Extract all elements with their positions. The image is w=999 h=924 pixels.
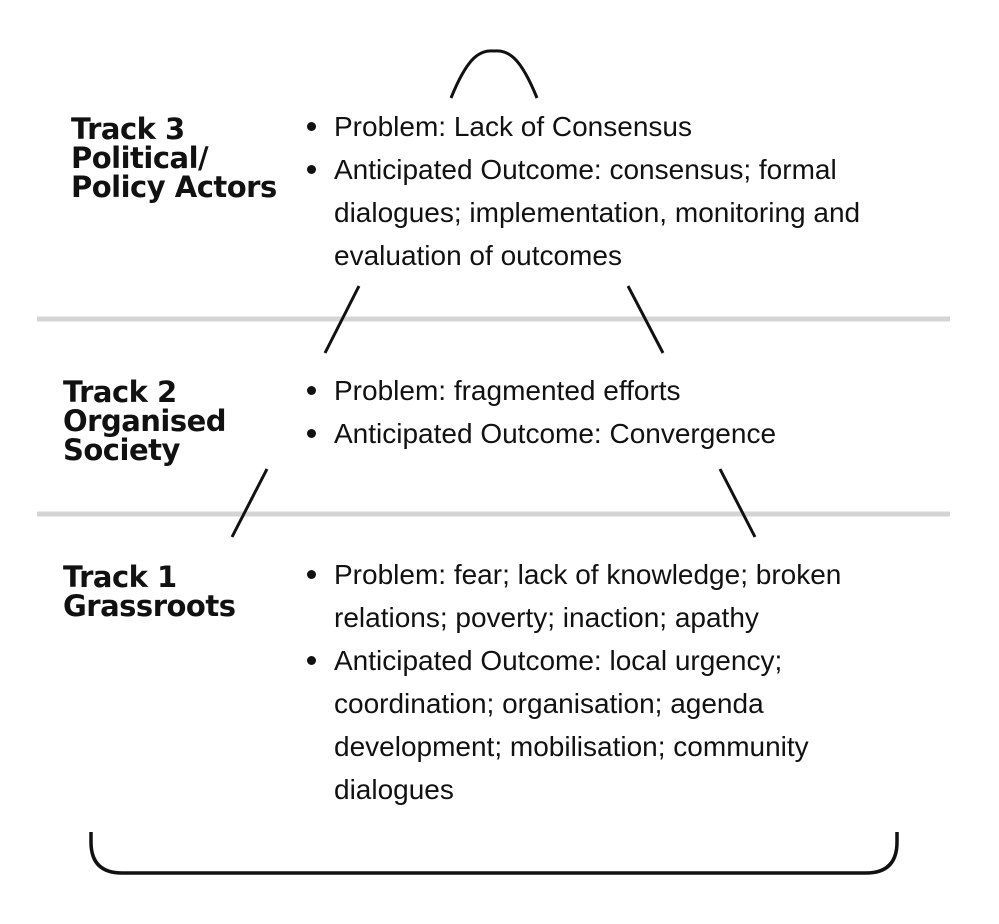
track-3-outcome: Anticipated Outcome: consensus; formal d… bbox=[305, 148, 925, 277]
track-1-problem: Problem: fear; lack of knowledge; broken… bbox=[305, 553, 925, 639]
track-3-problem: Problem: Lack of Consensus bbox=[305, 105, 925, 148]
pyramid-base bbox=[89, 832, 899, 875]
track-2-bullets: Problem: fragmented efforts Anticipated … bbox=[305, 369, 925, 455]
track-2-title-line-2: Organised bbox=[63, 404, 227, 438]
track-1-bullets: Problem: fear; lack of knowledge; broken… bbox=[305, 553, 925, 811]
track-2-outcome: Anticipated Outcome: Convergence bbox=[305, 412, 925, 455]
track-3-bullets: Problem: Lack of Consensus Anticipated O… bbox=[305, 105, 925, 277]
track-3-title-line-2: Political/ bbox=[71, 141, 209, 175]
pyramid-left-edge-2 bbox=[230, 468, 269, 538]
track-2-problem: Problem: fragmented efforts bbox=[305, 369, 925, 412]
track-2-title-line-1: Track 2 bbox=[63, 375, 177, 409]
track-1-title-line-1: Track 1 bbox=[63, 560, 177, 594]
pyramid-left-edge-1 bbox=[323, 285, 361, 354]
pyramid-apex bbox=[449, 49, 539, 99]
track-1-title-line-2: Grassroots bbox=[63, 589, 236, 623]
track-2-title: Track 2 Organised Society bbox=[63, 375, 227, 467]
track-3-title: Track 3 Political/ Policy Actors bbox=[71, 115, 277, 202]
track-2-title-line-3: Society bbox=[63, 433, 180, 467]
track-3-title-line-1: Track 3 bbox=[71, 112, 185, 146]
track-3-title-line-3: Policy Actors bbox=[71, 170, 277, 204]
pyramid-right-edge-1 bbox=[626, 285, 665, 354]
pyramid-right-edge-2 bbox=[718, 468, 757, 538]
track-1-outcome: Anticipated Outcome: local urgency; coor… bbox=[305, 639, 925, 811]
track-1-title: Track 1 Grassroots bbox=[63, 560, 236, 623]
